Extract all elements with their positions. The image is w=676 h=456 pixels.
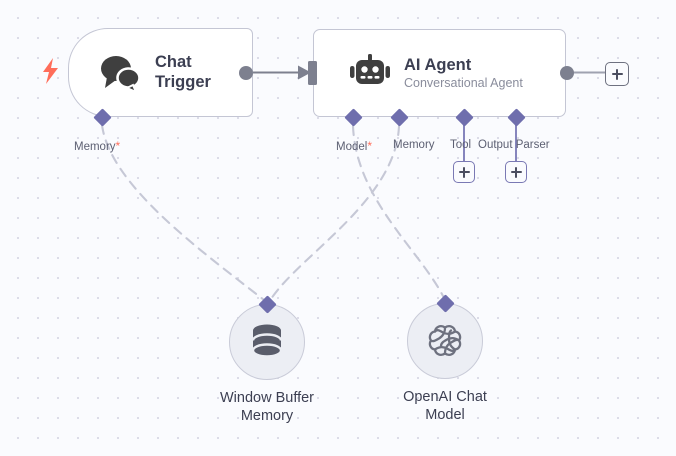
plus-vertical-bar <box>616 68 618 80</box>
ai-agent-text: AI Agent Conversational Agent <box>404 56 523 91</box>
port-required-marker: * <box>367 139 372 153</box>
chat-trigger-text: Chat Trigger <box>155 53 211 91</box>
node-ai-agent[interactable]: AI Agent Conversational Agent <box>313 29 566 117</box>
ai-agent-port-model-label: Model* <box>336 139 372 153</box>
lightning-bolt-icon <box>42 58 59 89</box>
node-window-buffer-memory[interactable] <box>229 304 305 380</box>
ai-agent-port-output-parser-label: Output Parser <box>478 139 550 151</box>
openai-chat-model-label: OpenAI Chat Model <box>360 388 530 424</box>
robot-icon <box>346 53 394 93</box>
add-tool-button[interactable] <box>453 161 475 183</box>
node-openai-chat-model[interactable] <box>407 303 483 379</box>
add-next-node-button[interactable] <box>605 62 629 86</box>
database-icon <box>251 324 283 358</box>
ai-agent-port-memory-label: Memory <box>393 139 435 151</box>
port-label-text: Tool <box>450 139 472 151</box>
chat-trigger-port-memory-label: Memory* <box>74 139 120 153</box>
plus-vertical-bar <box>463 166 465 178</box>
ai-agent-output-connector[interactable] <box>560 65 574 80</box>
label-line-2: Model <box>425 407 465 424</box>
openai-logo-icon <box>428 325 462 356</box>
chat-trigger-title-line1: Chat <box>155 53 192 72</box>
node-chat-trigger[interactable]: Chat Trigger <box>68 28 253 117</box>
port-label-text: Model <box>336 141 368 153</box>
chat-bubbles-icon <box>93 53 149 93</box>
port-label-text: Output Parser <box>478 139 550 151</box>
label-line-2: Memory <box>240 408 294 425</box>
window-buffer-memory-label: Window Buffer Memory <box>182 389 352 425</box>
ai-agent-title: AI Agent <box>404 55 472 74</box>
label-line-1: Window Buffer <box>219 390 315 406</box>
chat-trigger-output-connector[interactable] <box>239 65 253 80</box>
ai-agent-input-connector[interactable] <box>308 60 317 85</box>
port-required-marker: * <box>115 139 121 153</box>
add-output-parser-button[interactable] <box>505 161 527 183</box>
chat-trigger-title-line2: Trigger <box>155 72 211 91</box>
ai-agent-subtitle: Conversational Agent <box>404 75 523 90</box>
plus-vertical-bar <box>515 166 517 178</box>
port-label-text: Memory <box>74 141 116 153</box>
label-line-1: OpenAI Chat <box>403 389 487 405</box>
port-label-text: Memory <box>393 139 435 151</box>
ai-agent-port-tool-label: Tool <box>450 139 471 151</box>
